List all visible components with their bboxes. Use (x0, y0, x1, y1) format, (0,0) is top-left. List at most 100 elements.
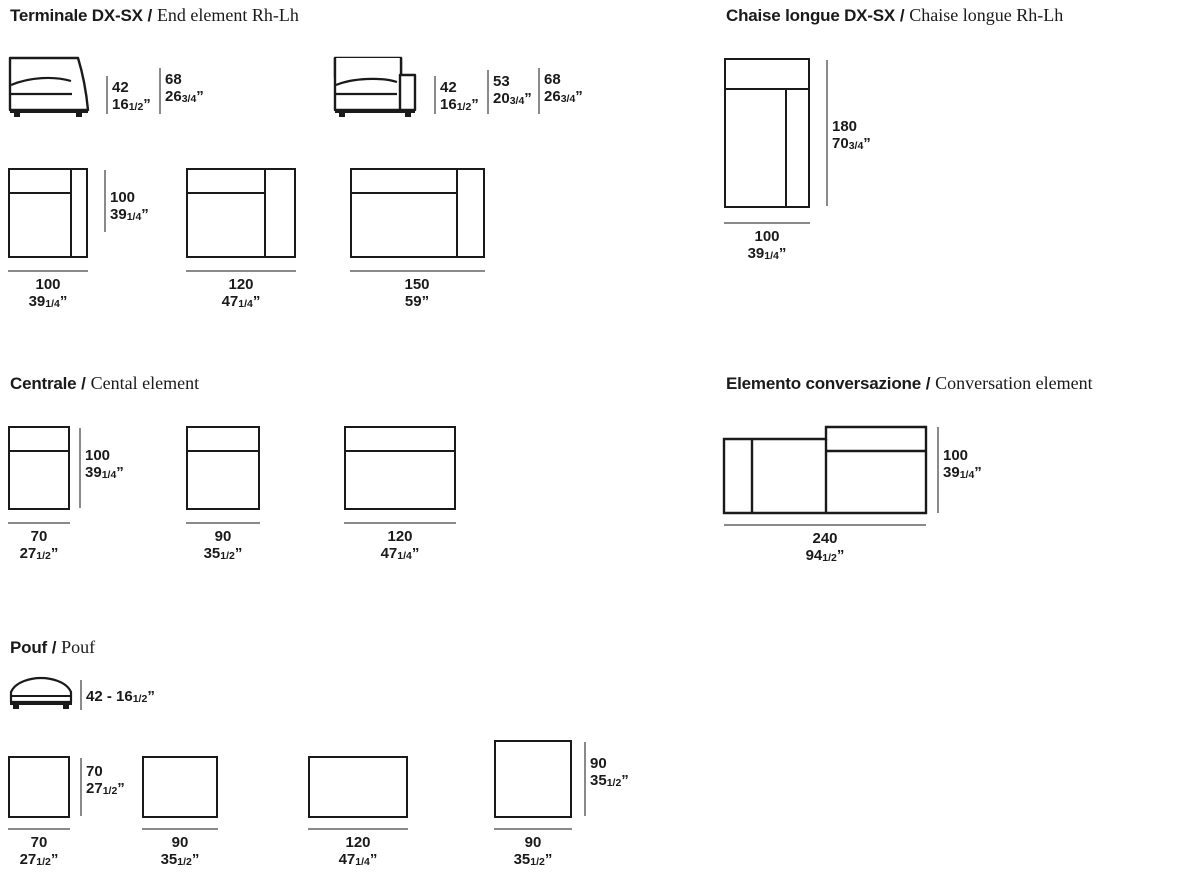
plan-width-cm: 70 (30, 528, 48, 545)
plan-width-in-frac: 1/4 (238, 298, 253, 310)
plan-width-in-frac: 1/2 (36, 550, 51, 562)
conversation-element-plan (722, 423, 928, 519)
depth-in-frac: 1/2 (606, 777, 622, 789)
heading-english: End element Rh-Lh (156, 5, 299, 25)
plan-width-cm: 90 (524, 834, 542, 851)
inch-mark: ” (544, 851, 553, 868)
width-in-frac: 1/4 (764, 250, 779, 262)
chaise-longue-seat-divider (785, 88, 787, 208)
pouf-height-frac: 1/2 (132, 693, 148, 705)
pouf-plan-120 (308, 756, 408, 818)
heading-italian: Pouf (10, 638, 47, 657)
depth-in: 39 (943, 464, 960, 481)
inch-mark: ” (252, 293, 261, 310)
central-element-plan-70-back-divider (8, 450, 70, 452)
heading-italian: Terminale DX-SX (10, 6, 143, 25)
inch-mark: ” (369, 851, 378, 868)
inch-mark: ” (621, 772, 629, 789)
heading-english: Pouf (61, 637, 96, 657)
inch-mark: ” (59, 293, 68, 310)
plan-width-in: 47 (221, 293, 239, 310)
inch-mark: ” (234, 545, 243, 562)
heading-italian: Centrale (10, 374, 77, 393)
depth-cm: 70 (86, 763, 103, 780)
plan-width-cm: 90 (171, 834, 189, 851)
central-element-plan-90-width-rule (186, 522, 260, 524)
central-element-plan-90-width-label: 90 351/2” (163, 528, 283, 564)
seat-height-in: 16 (112, 96, 129, 113)
depth-in: 35 (590, 772, 607, 789)
central-element-plan-120 (344, 426, 456, 510)
depth-cm: 180 (832, 118, 858, 135)
heading-separator: / (899, 6, 905, 25)
conversation-element-depth-label: 100 391/4” (943, 447, 982, 483)
plan-width-in-frac: 1/2 (530, 856, 545, 868)
plan-width-in: 35 (203, 545, 221, 562)
pouf-plan-90-square-width-label: 90 351/2” (473, 834, 593, 870)
pouf-plan-70-width-label: 70 271/2” (0, 834, 99, 870)
plan-width-in: 39 (28, 293, 46, 310)
heading-separator: / (925, 374, 931, 393)
central-element-plan-120-width-label: 120 471/4” (340, 528, 460, 564)
plan-width-cm: 120 (345, 834, 371, 851)
plan-width-in-frac: 1/4 (397, 550, 412, 562)
plan-depth-in: 39 (110, 206, 127, 223)
pouf-profile (8, 676, 78, 710)
end-element-profile-right-depth-label: 68 263/4” (544, 71, 583, 107)
pouf-plan-90-width-label: 90 351/2” (120, 834, 240, 870)
inch-mark: ” (836, 547, 845, 564)
pouf-plan-120-width-rule (308, 828, 408, 830)
pouf-depth-90-rule (584, 742, 586, 816)
inch-mark: ” (471, 96, 479, 113)
end-element-profile-left-height-label: 42 161/2” (112, 79, 151, 115)
end-element-plan-100-back-divider (8, 192, 70, 194)
plan-width-in-frac: 1/2 (177, 856, 192, 868)
pouf-plan-90-square-width-rule (494, 828, 572, 830)
depth-in-frac: 3/4 (181, 93, 197, 105)
end-element-plan-120-back-divider (186, 192, 264, 194)
arm-height-in: 20 (493, 90, 510, 107)
end-element-plan-150-arm-divider (456, 168, 458, 258)
end-element-plan-100-arm-divider (70, 168, 72, 258)
seat-height-in-frac: 1/2 (456, 101, 472, 113)
plan-width-in: 27 (19, 545, 37, 562)
section-heading-pouf: Pouf / Pouf (10, 637, 95, 658)
plan-width-cm: 120 (387, 528, 413, 545)
end-element-profile-right (333, 55, 425, 117)
seat-height-cm: 42 (440, 79, 457, 96)
pouf-depth-90-label: 90 351/2” (590, 755, 629, 791)
end-element-plan-150-width-label: 150 59” (357, 276, 477, 312)
central-element-plan-90 (186, 426, 260, 510)
heading-separator: / (147, 6, 153, 25)
central-element-plan-90-back-divider (186, 450, 260, 452)
end-element-plan-depth-label: 100 391/4” (110, 189, 149, 225)
depth-in: 26 (165, 88, 182, 105)
heading-english: Cental element (90, 373, 200, 393)
arm-height-in-frac: 3/4 (509, 95, 525, 107)
width-in-frac: 1/2 (822, 552, 837, 564)
central-element-depth-label: 100 391/4” (85, 447, 124, 483)
pouf-height-text: 42 - 16 (86, 688, 133, 705)
end-element-profile-left (8, 55, 94, 117)
end-element-profile-left-height-rule (106, 76, 108, 114)
chaise-longue-plan (724, 58, 810, 208)
central-element-plan-70-width-rule (8, 522, 70, 524)
end-element-profile-right-height-rule (434, 76, 436, 114)
pouf-plan-70 (8, 756, 70, 818)
chaise-longue-depth-label: 180 703/4” (832, 118, 871, 154)
plan-width-cm: 100 (35, 276, 61, 293)
depth-in-frac: 3/4 (560, 93, 576, 105)
depth-in: 39 (85, 464, 102, 481)
heading-italian: Chaise longue DX-SX (726, 6, 896, 25)
section-heading-conversation-element: Elemento conversazione / Conversation el… (726, 373, 1093, 394)
end-element-plan-120-width-label: 120 471/4” (181, 276, 301, 312)
end-element-profile-right-arm-label: 53 203/4” (493, 73, 532, 109)
end-element-profile-left-depth-label: 68 263/4” (165, 71, 204, 107)
depth-cm: 68 (544, 71, 561, 88)
inch-mark: ” (524, 90, 532, 107)
plan-width-in: 47 (380, 545, 398, 562)
central-element-plan-70-width-label: 70 271/2” (0, 528, 99, 564)
pouf-profile-height-label: 42 - 161/2” (86, 688, 155, 707)
chaise-longue-width-label: 100 391/4” (707, 228, 827, 264)
inch-mark: ” (50, 545, 59, 562)
